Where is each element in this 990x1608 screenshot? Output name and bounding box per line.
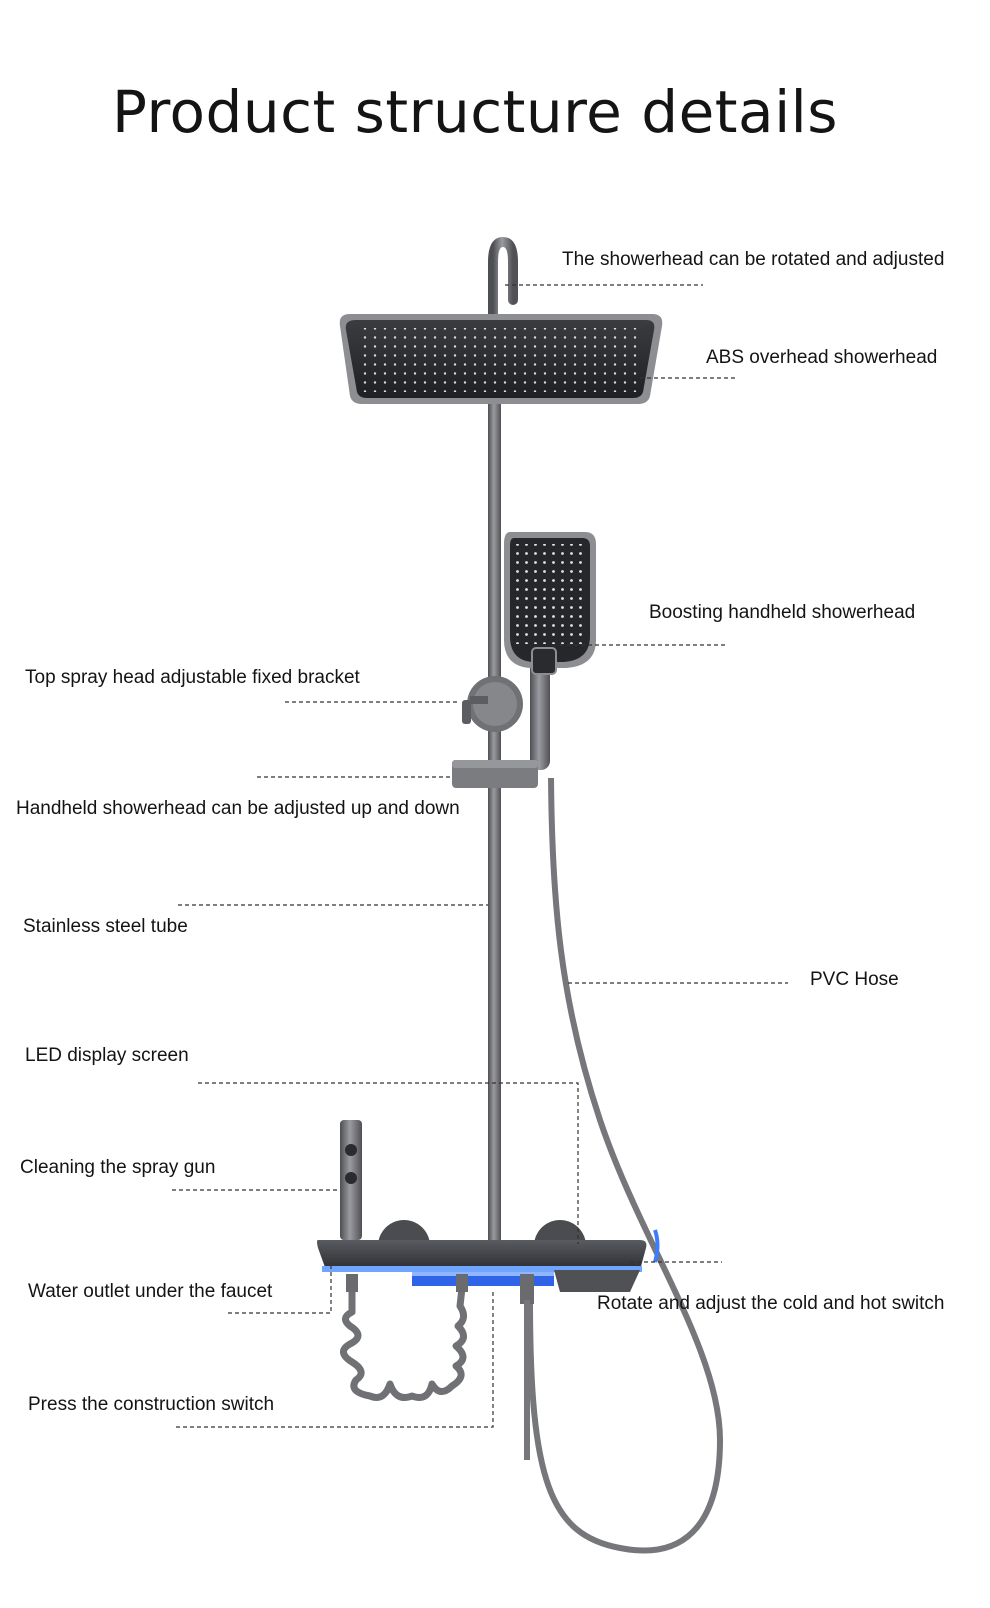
- spray-gun: [340, 1120, 362, 1240]
- label-top-bracket: Top spray head adjustable fixed bracket: [25, 667, 360, 688]
- label-boosting-handheld: Boosting handheld showerhead: [649, 602, 916, 623]
- label-spray-gun: Cleaning the spray gun: [20, 1157, 216, 1178]
- label-steel-tube: Stainless steel tube: [23, 916, 188, 937]
- label-hot-cold-switch: Rotate and adjust the cold and hot switc…: [597, 1293, 945, 1314]
- label-water-outlet: Water outlet under the faucet: [28, 1281, 273, 1302]
- top-spray-bracket: [462, 676, 523, 732]
- label-rotate-showerhead: The showerhead can be rotated and adjust…: [562, 249, 945, 270]
- leader-lines: [172, 284, 788, 1428]
- thermostatic-shelf: [317, 1229, 660, 1292]
- label-handheld-adjust: Handheld showerhead can be adjusted up a…: [16, 798, 460, 819]
- handheld-showerhead: [504, 532, 596, 770]
- label-abs-overhead-showerhead: ABS overhead showerhead: [706, 347, 938, 368]
- page-title: Product structure details: [111, 78, 839, 146]
- stainless-steel-tube: [488, 390, 501, 1250]
- label-pvc-hose: PVC Hose: [810, 969, 899, 990]
- label-led-screen: LED display screen: [25, 1045, 189, 1066]
- pvc-hose: [527, 777, 724, 1554]
- gooseneck-arm: [488, 236, 518, 395]
- label-construction-switch: Press the construction switch: [28, 1394, 275, 1415]
- overhead-showerhead: [339, 314, 663, 404]
- coiled-hose: [340, 1287, 467, 1401]
